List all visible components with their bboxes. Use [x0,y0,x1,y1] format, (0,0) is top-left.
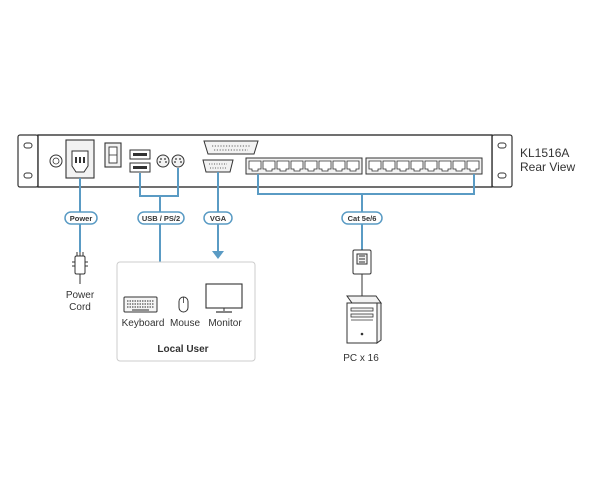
rj45-port-icon [276,160,290,172]
rj45-port-icon [332,160,346,172]
svg-text:USB / PS/2: USB / PS/2 [142,214,180,223]
rj45-port-icon [396,160,410,172]
vga-port-icon [202,159,234,173]
rj45-port-icon [262,160,276,172]
left-rack-ear [17,134,39,188]
db25-port-icon [203,140,259,155]
usb-ports-icon [129,149,151,173]
power-plug-icon [72,252,88,284]
rj45-port-icon [438,160,452,172]
mouse-icon [178,296,189,313]
vga-arrow-icon [212,251,224,259]
power-label: Power [64,211,98,225]
cat-label: Cat 5e/6 [341,211,383,225]
monitor-icon [205,283,243,313]
svg-text:Cat 5e/6: Cat 5e/6 [348,214,377,223]
power-switch-icon [104,142,122,168]
rj45-port-icon [318,160,332,172]
rj45-port-icon [382,160,396,172]
keyboard-icon [123,296,158,313]
keyboard-label: Keyboard [122,318,165,329]
ps2-ports-icon [156,154,185,168]
rj45-port-icon [248,160,262,172]
rj45-port-icon [290,160,304,172]
pc-tower-icon [346,295,382,344]
rj45-port-bank-2 [365,157,483,175]
rj45-port-icon [346,160,360,172]
rj45-port-icon [424,160,438,172]
power-cord-label-line1: Power [66,290,95,301]
rj45-port-icon [410,160,424,172]
rj45-port-icon [466,160,480,172]
vga-label: VGA [203,211,233,225]
rj45-connector-icon [352,249,372,296]
rj45-port-icon [304,160,318,172]
right-rack-ear [491,134,513,188]
rj45-port-icon [452,160,466,172]
usb-ps2-label: USB / PS/2 [137,211,185,225]
local-user-title: Local User [157,344,208,355]
svg-text:Power: Power [70,214,93,223]
rj45-port-bank-1 [245,157,363,175]
monitor-label: Monitor [208,318,242,329]
view-label: Rear View [520,160,575,174]
ground-screw-icon [49,154,63,168]
cat-bracket [257,174,475,195]
svg-text:VGA: VGA [210,214,227,223]
pc-count-label: PC x 16 [343,353,379,364]
rj45-port-icon [368,160,382,172]
connection-lines [79,168,475,262]
power-socket-icon [65,139,95,179]
mouse-label: Mouse [170,318,200,329]
power-cord-label-line2: Cord [69,302,91,313]
model-name: KL1516A [520,146,569,160]
